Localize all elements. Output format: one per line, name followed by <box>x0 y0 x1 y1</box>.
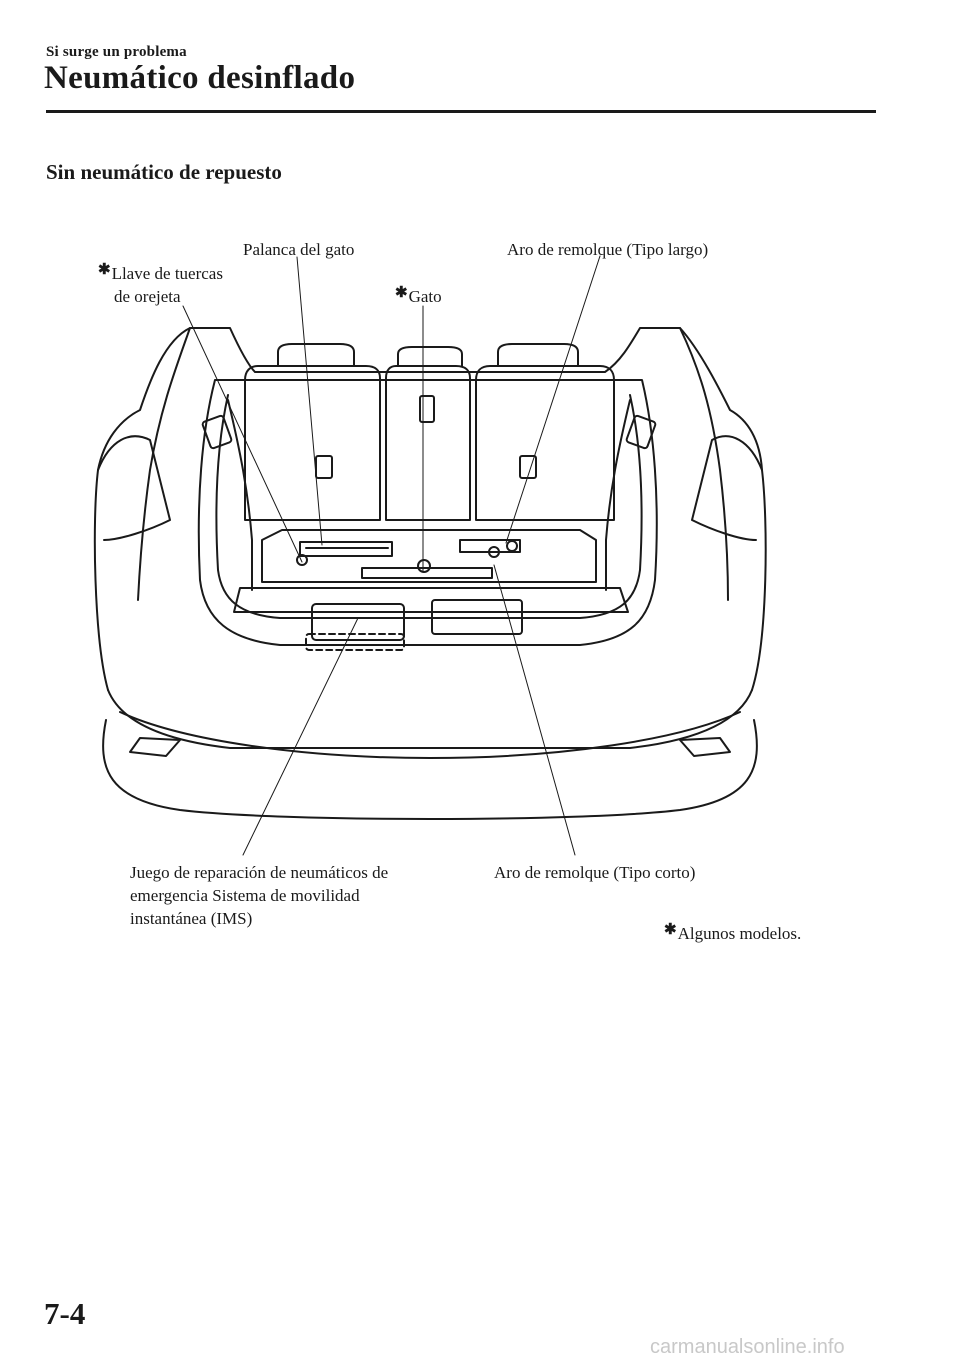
watermark: carmanualsonline.info <box>650 1336 845 1358</box>
label-repair-kit-line2: emergencia Sistema de movilidad <box>130 886 360 905</box>
label-jack-text: Gato <box>408 287 442 306</box>
storage-compartment <box>233 587 629 651</box>
footnote: ✱Algunos modelos. <box>664 922 801 947</box>
label-repair-kit-line1: Juego de reparación de neumáticos de <box>130 863 389 882</box>
label-repair-kit-line3: instantánea (IMS) <box>130 909 253 928</box>
tool-tray <box>261 529 597 583</box>
asterisk-icon: ✱ <box>98 262 111 278</box>
label-jack-lever: Palanca del gato <box>243 240 355 259</box>
asterisk-icon: ✱ <box>395 285 408 301</box>
label-lug-wrench-line1: Llave de tuercas <box>111 264 223 283</box>
rear-seats <box>244 343 615 521</box>
footnote-text: Algunos modelos. <box>677 924 802 943</box>
label-lug-wrench: ✱Llave de tuercas <box>98 262 223 287</box>
asterisk-icon: ✱ <box>664 922 677 938</box>
section-label: Si surge un problema <box>46 44 187 60</box>
label-towing-hook-short: Aro de remolque (Tipo corto) <box>494 863 696 882</box>
leader-lines <box>182 255 601 856</box>
label-jack: ✱Gato <box>395 285 442 310</box>
label-lug-wrench-line2: de orejeta <box>114 287 181 306</box>
label-towing-hook-long: Aro de remolque (Tipo largo) <box>507 240 709 259</box>
title-divider <box>46 110 876 113</box>
page-title: Neumático desinflado <box>44 60 356 96</box>
subheading: Sin neumático de repuesto <box>46 160 282 184</box>
page-number: 7-4 <box>44 1296 86 1331</box>
